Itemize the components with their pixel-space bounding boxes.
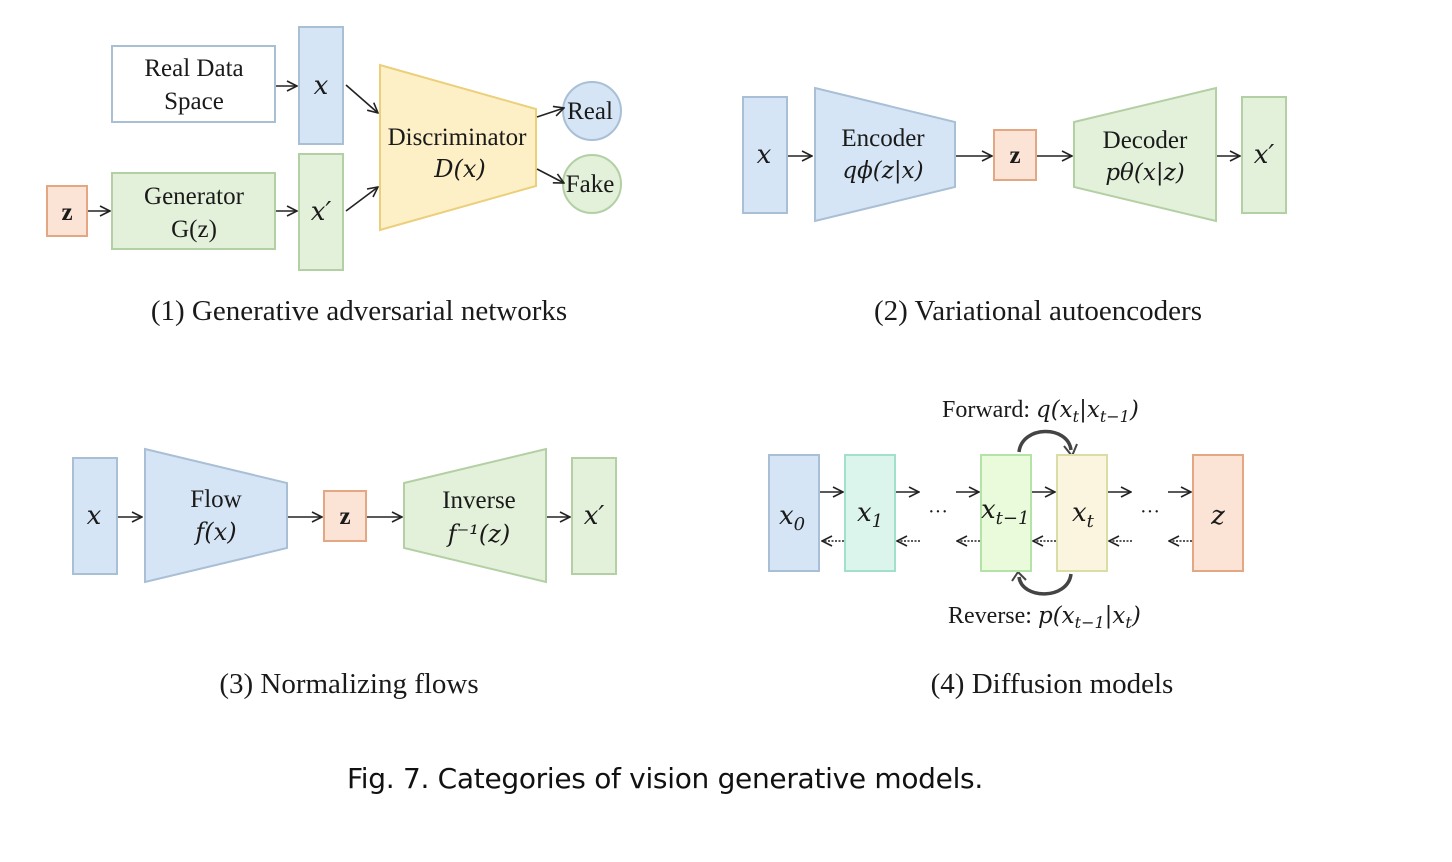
arrow-x-prime-to-discriminator	[345, 187, 378, 212]
flow-latent-z-label: z	[339, 503, 350, 530]
arrow-discriminator-to-real	[536, 108, 564, 118]
reverse-label-text: Reverse:	[948, 603, 1038, 629]
flow-label: Flow	[190, 486, 241, 513]
noise-z-box	[46, 185, 88, 237]
forward-process-label: Forward: q(xt|xt−1)	[942, 397, 1139, 426]
decoder-trapezoid	[1073, 86, 1217, 223]
decoder-label: Decoder	[1103, 127, 1188, 154]
encoder-formula: qϕ(z|x)	[842, 158, 923, 184]
reverse-formula: p(xt−1|xt)	[1038, 603, 1141, 632]
vae-output-x-prime-box	[1241, 96, 1287, 214]
flow-caption: (3) Normalizing flows	[219, 668, 478, 700]
state-xt-box	[1056, 454, 1108, 572]
arrow-discriminator-to-fake	[536, 168, 564, 183]
generator-label: Generator	[144, 183, 245, 210]
state-z-label: z	[1210, 501, 1225, 531]
diffusion-caption: (4) Diffusion models	[931, 668, 1174, 700]
state-x0-box	[768, 454, 820, 572]
fake-output-circle	[562, 154, 622, 214]
inverse-trapezoid	[403, 447, 547, 584]
generator-box	[111, 172, 276, 250]
vae-output-x-prime-label: x′	[1254, 140, 1275, 170]
forward-curved-arrow-icon	[1017, 429, 1073, 453]
real-output-label: Real	[567, 98, 613, 125]
flow-input-x-label: x	[87, 501, 102, 531]
fake-output-label: Fake	[566, 171, 615, 198]
vae-panel: x Encoder qϕ(z|x) z Decoder pθ(x|z) x′ (…	[742, 86, 1287, 327]
inverse-label: Inverse	[442, 487, 516, 514]
diffusion-panel: Forward: q(xt|xt−1) Reverse: p(xt−1|xt) …	[768, 397, 1244, 700]
vae-caption: (2) Variational autoencoders	[874, 295, 1202, 327]
flow-output-x-prime-label: x′	[584, 501, 605, 531]
discriminator-label: Discriminator	[388, 124, 528, 151]
ellipsis-right: ···	[1140, 501, 1160, 523]
real-data-label-line2: Space	[164, 88, 224, 115]
ellipsis-left: ···	[928, 501, 948, 523]
discriminator-formula: D(x)	[433, 155, 486, 183]
flow-formula: f(x)	[193, 518, 236, 546]
discriminator-trapezoid	[379, 63, 537, 232]
latent-z-box	[993, 129, 1037, 181]
flow-output-x-prime-box	[571, 457, 617, 575]
noise-z-label: z	[61, 199, 72, 226]
generator-formula: G(z)	[171, 216, 217, 243]
latent-z-label: z	[1009, 142, 1020, 169]
reverse-curved-arrow-icon	[1017, 573, 1073, 596]
real-sample-x-box	[298, 26, 344, 145]
vae-input-x-box	[742, 96, 788, 214]
real-sample-x-label: x	[314, 71, 329, 101]
state-x1-box	[844, 454, 896, 572]
figure-caption: Fig. 7. Categories of vision generative …	[347, 762, 983, 795]
forward-label-text: Forward:	[942, 397, 1036, 423]
reverse-process-label: Reverse: p(xt−1|xt)	[948, 603, 1141, 632]
inverse-formula: f⁻¹(z)	[446, 520, 511, 548]
forward-formula: q(xt|xt−1)	[1036, 397, 1139, 426]
gan-panel: Real Data Space x z Generator G(z) x′ Di…	[46, 26, 622, 327]
encoder-label: Encoder	[841, 125, 925, 152]
real-data-label-line1: Real Data	[144, 55, 243, 82]
flow-panel: x Flow f(x) z Inverse f⁻¹(z) x′ (3) Norm…	[72, 447, 617, 700]
fake-sample-x-prime-box	[298, 153, 344, 271]
flow-trapezoid	[144, 447, 288, 584]
vae-input-x-label: x	[757, 140, 772, 170]
arrow-x-to-discriminator	[345, 84, 378, 113]
gan-caption: (1) Generative adversarial networks	[151, 295, 567, 327]
flow-latent-z-box	[323, 490, 367, 542]
state-xt-minus-1-box	[980, 454, 1032, 572]
fake-sample-x-prime-label: x′	[311, 197, 332, 227]
real-data-space-box	[111, 45, 276, 123]
flow-input-x-box	[72, 457, 118, 575]
encoder-trapezoid	[814, 86, 956, 223]
decoder-formula: pθ(x|z)	[1105, 160, 1184, 186]
state-z-box	[1192, 454, 1244, 572]
